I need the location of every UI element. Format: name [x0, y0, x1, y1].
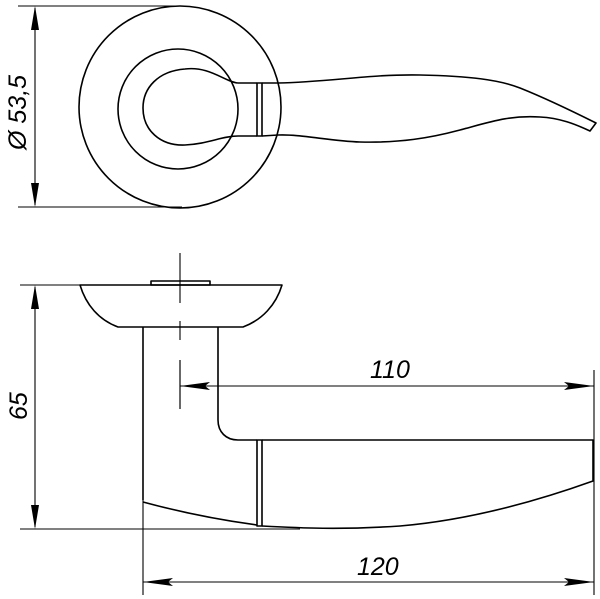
dimension-label-reach: 110 — [370, 356, 410, 384]
dimension-overall-length: 120 — [143, 553, 594, 586]
lever-collar-side — [256, 439, 263, 527]
dimension-rose-diameter: Ø 53,5 — [4, 6, 39, 207]
lever-body-side — [261, 439, 594, 530]
rose-outer-circle — [78, 5, 282, 209]
side-view — [20, 253, 595, 595]
arrow-up-icon — [31, 285, 39, 309]
dimension-label-height: 65 — [5, 392, 33, 420]
lever-body-top — [261, 74, 597, 143]
arrow-left-icon — [143, 578, 173, 586]
top-view — [18, 5, 597, 209]
arrow-right-icon — [564, 382, 594, 390]
arrow-up-icon — [31, 6, 39, 30]
dimension-height: 65 — [5, 285, 39, 529]
arrow-down-icon — [31, 183, 39, 207]
dimension-lever-reach: 110 — [180, 356, 594, 390]
arrow-left-icon — [180, 382, 210, 390]
lever-collar — [256, 82, 263, 137]
rose-profile — [79, 284, 283, 328]
arrow-down-icon — [31, 505, 39, 529]
dimension-label-length: 120 — [357, 553, 399, 581]
arrow-right-icon — [564, 578, 594, 586]
rose-inner-ring — [117, 48, 239, 170]
stem-right-edge — [217, 327, 257, 441]
dimension-label-diameter: Ø 53,5 — [4, 75, 32, 151]
lever-neck-outline — [142, 67, 257, 146]
stem-bottom-curve — [142, 501, 258, 526]
